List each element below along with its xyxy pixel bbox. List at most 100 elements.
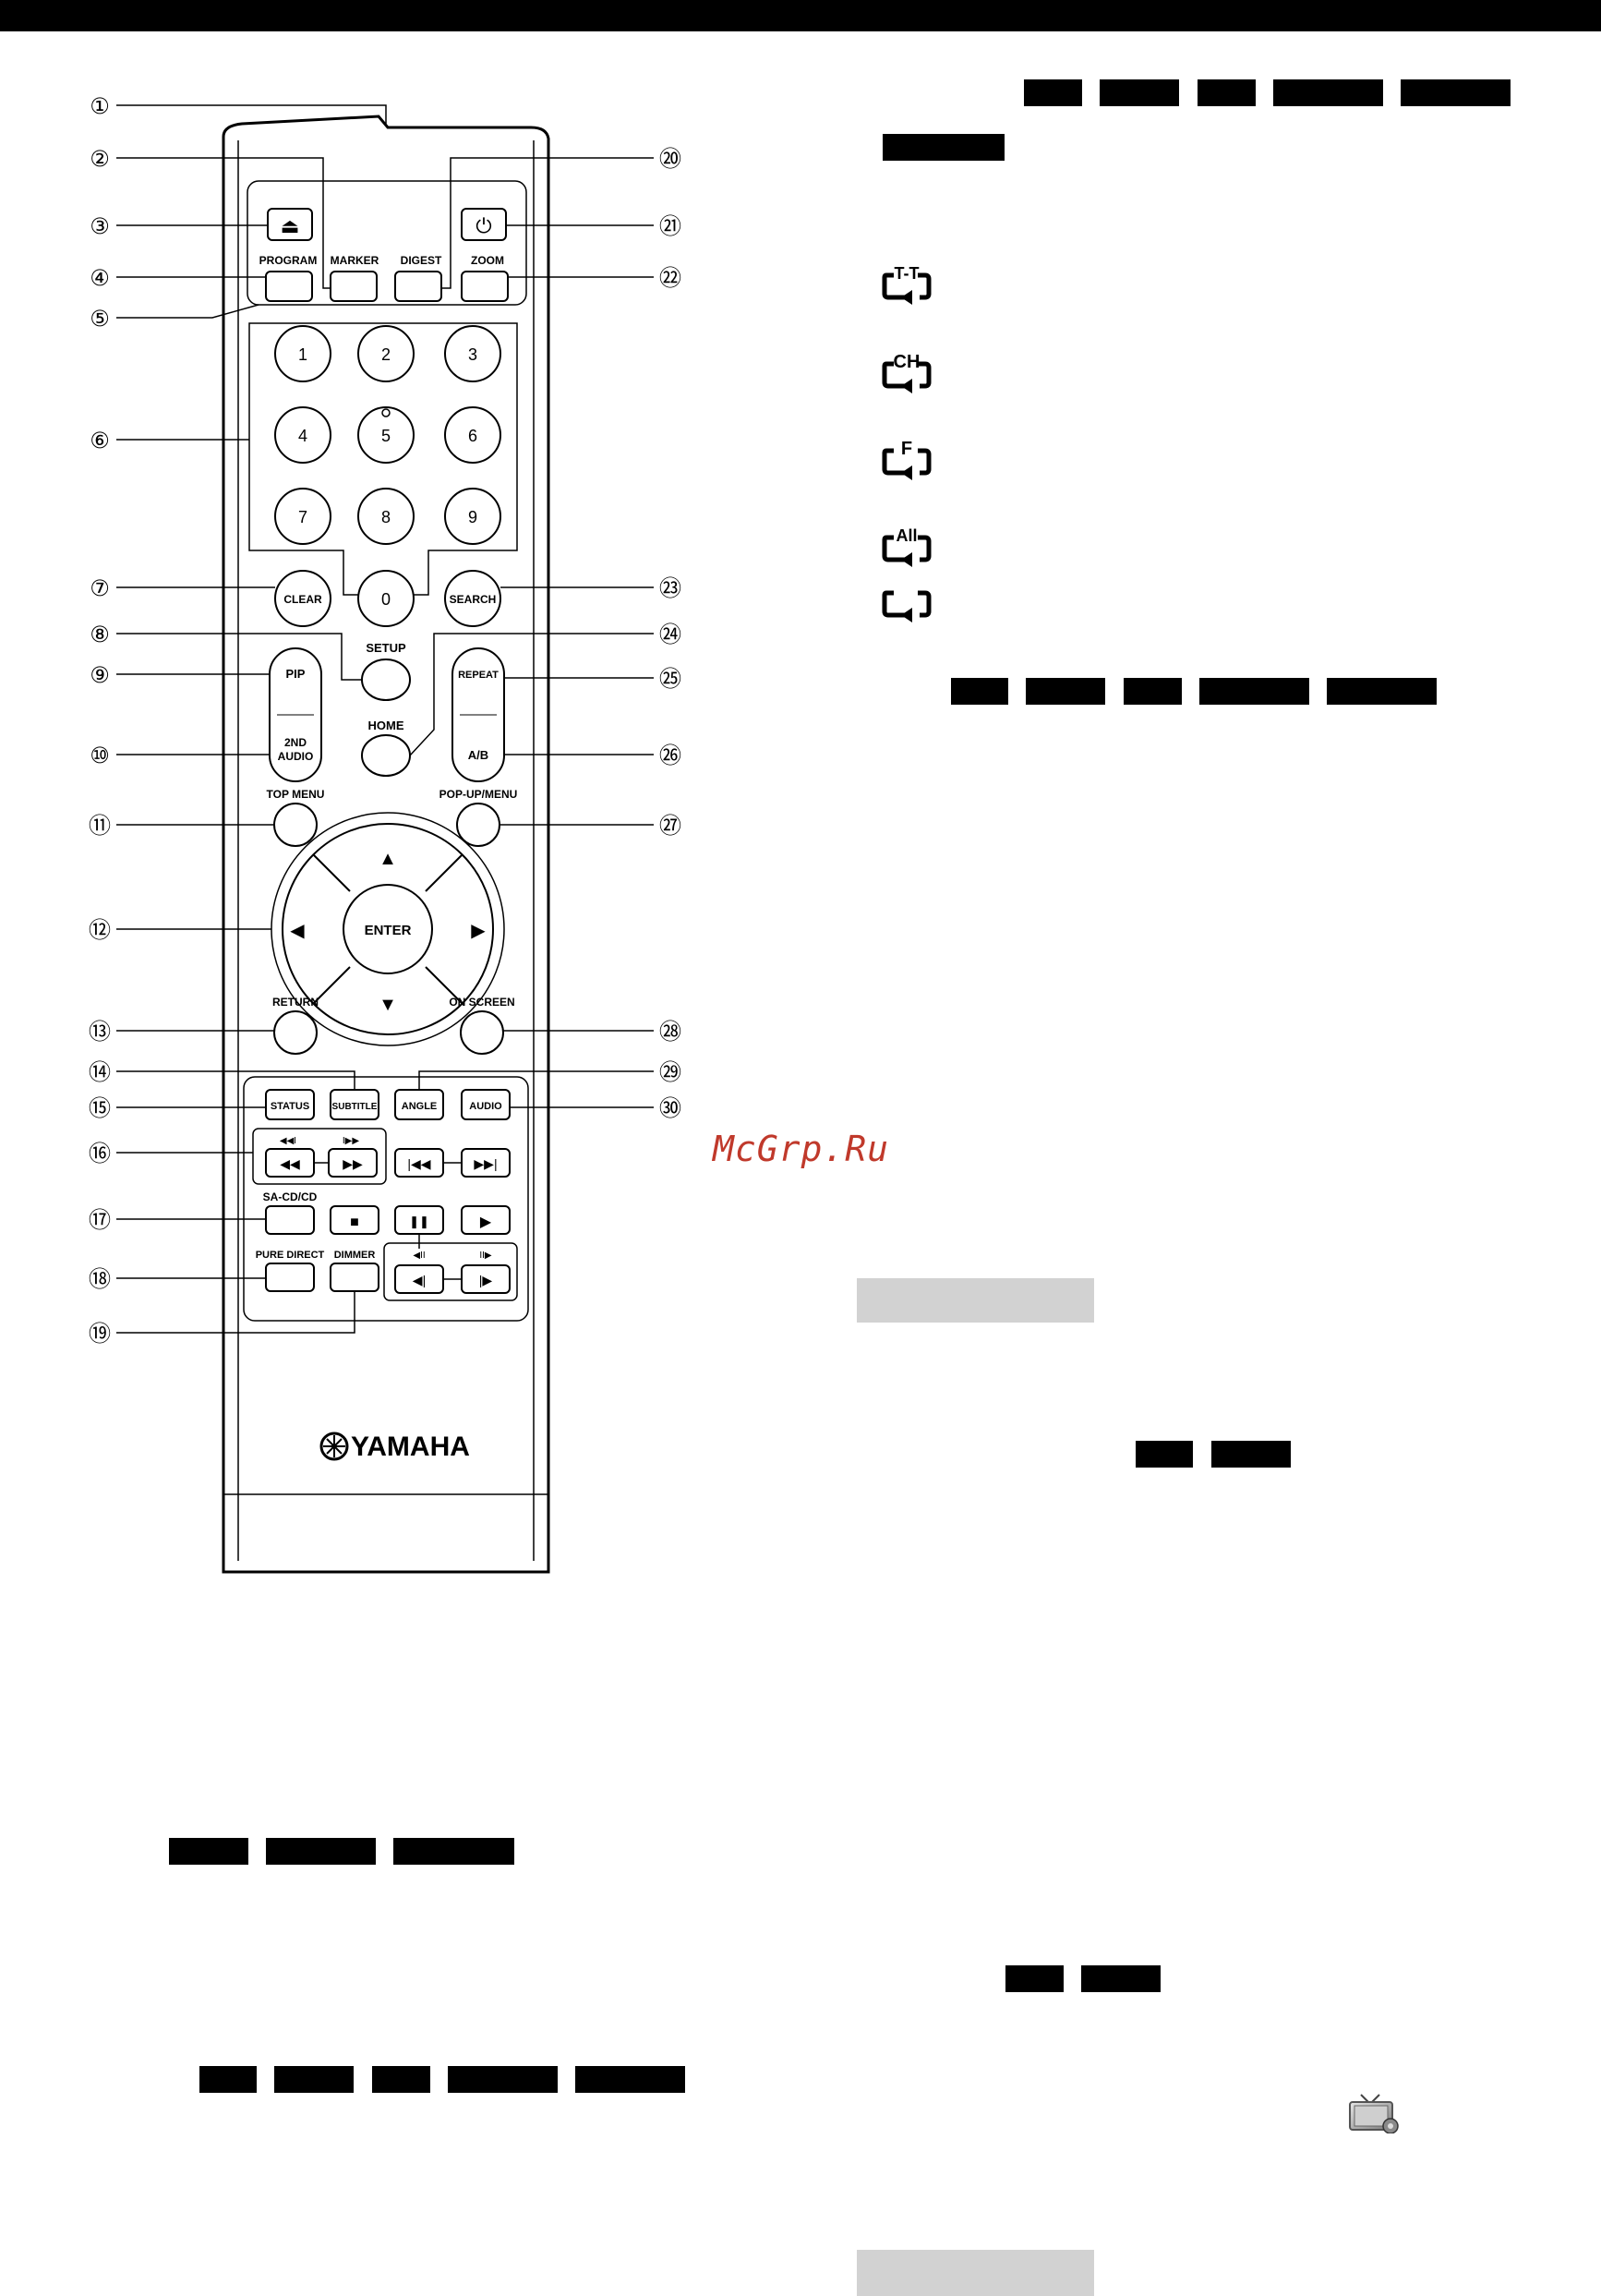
callout-leader-line xyxy=(116,633,362,681)
callout-leader-line xyxy=(116,1070,355,1090)
play-button[interactable] xyxy=(461,1205,511,1235)
digit-one-label: 1 xyxy=(298,345,307,364)
callout-number: ① xyxy=(90,93,110,119)
digit-zero-button[interactable] xyxy=(357,570,415,627)
enter-button[interactable] xyxy=(343,884,433,974)
digest-button[interactable] xyxy=(394,271,442,302)
eject-icon: ⏏ xyxy=(281,214,300,237)
callout-number: ㉚ xyxy=(659,1095,681,1121)
skip-back-label: ◀◀I xyxy=(280,1136,296,1146)
media-tag-16 xyxy=(393,1838,514,1865)
callout-number: ④ xyxy=(90,265,110,291)
callout-number: ㉗ xyxy=(659,813,681,839)
eject-button[interactable] xyxy=(267,208,313,241)
rewind-icon: ◀◀ xyxy=(280,1156,300,1171)
repeat-mode-label: F xyxy=(901,439,912,459)
digit-eight-button[interactable] xyxy=(357,488,415,545)
file-repeat-icon: F xyxy=(882,439,932,480)
down-arrow-icon[interactable]: ▼ xyxy=(379,995,397,1015)
repeat-mode-label: T-T xyxy=(895,264,920,283)
callout-leader-line xyxy=(441,157,654,289)
callout-number: ㉖ xyxy=(659,743,681,768)
callout-number: ③ xyxy=(90,213,110,239)
media-tag-9 xyxy=(1124,678,1182,705)
callout-number: ⑫ xyxy=(89,917,111,943)
audio-button[interactable] xyxy=(461,1089,511,1120)
return-label: RETURN xyxy=(272,996,319,1009)
callout-leader-line xyxy=(116,304,259,319)
media-tag-18 xyxy=(1081,1965,1161,1992)
digest-label: DIGEST xyxy=(401,254,442,267)
top-menu-button[interactable] xyxy=(273,803,318,847)
program-button[interactable] xyxy=(265,271,313,302)
repeat-icon xyxy=(882,590,932,622)
media-tag-15 xyxy=(266,1838,376,1865)
digit-seven-label: 7 xyxy=(298,508,307,526)
top-menu-label: TOP MENU xyxy=(267,788,325,801)
zoom-button[interactable] xyxy=(461,271,509,302)
setup-button[interactable] xyxy=(361,659,411,701)
callout-number: ⑪ xyxy=(89,813,111,839)
popup-menu-button[interactable] xyxy=(456,803,500,847)
zoom-label: ZOOM xyxy=(471,254,504,267)
callout-number: ⑮ xyxy=(89,1095,111,1121)
pip-label: PIP xyxy=(286,667,306,681)
media-tag-3 xyxy=(1198,79,1256,106)
media-tag-10 xyxy=(1199,678,1309,705)
callout-number: ⑩ xyxy=(90,743,110,768)
search-button[interactable] xyxy=(444,570,501,627)
media-tag-8 xyxy=(1026,678,1105,705)
clear-label: CLEAR xyxy=(283,593,322,606)
digit-seven-button[interactable] xyxy=(274,488,331,545)
angle-label: ANGLE xyxy=(402,1101,438,1112)
on-screen-button[interactable] xyxy=(460,1010,504,1055)
right-arrow-icon[interactable]: ▶ xyxy=(471,921,486,941)
status-button[interactable] xyxy=(265,1089,315,1120)
next-icon: ▶▶| xyxy=(474,1156,497,1171)
return-button[interactable] xyxy=(273,1010,318,1055)
callout-leader-line xyxy=(116,104,387,124)
callout-number: ⑱ xyxy=(89,1266,111,1292)
pause-icon: ❚❚ xyxy=(409,1214,429,1229)
digit-three-label: 3 xyxy=(468,345,477,364)
dimmer-button[interactable] xyxy=(330,1263,379,1292)
section-heading-bar-2 xyxy=(857,2250,1094,2296)
media-tag-17 xyxy=(1005,1965,1064,1992)
up-arrow-icon[interactable]: ▲ xyxy=(379,849,397,869)
slow-back-label: ◀II xyxy=(413,1251,425,1261)
digit-one-button[interactable] xyxy=(274,325,331,382)
digit-two-button[interactable] xyxy=(357,325,415,382)
dimmer-label: DIMMER xyxy=(334,1250,376,1261)
power-icon: ⏻ xyxy=(475,215,491,238)
callout-leader-line xyxy=(418,1070,654,1090)
popup-menu-label: POP-UP/MENU xyxy=(439,788,518,801)
setup-label: SETUP xyxy=(366,641,406,655)
digit-three-button[interactable] xyxy=(444,325,501,382)
clear-button[interactable] xyxy=(274,570,331,627)
digit-four-button[interactable] xyxy=(274,406,331,464)
repeat-mode-label: All xyxy=(896,526,917,545)
all-repeat-icon: All xyxy=(882,526,932,567)
page-header-bar xyxy=(0,0,1601,31)
home-button[interactable] xyxy=(361,734,411,777)
power-button[interactable] xyxy=(461,208,507,241)
left-arrow-icon[interactable]: ◀ xyxy=(290,921,305,941)
digit-six-button[interactable] xyxy=(444,406,501,464)
second-audio-label-2: AUDIO xyxy=(278,750,314,763)
callout-number: ⑲ xyxy=(89,1321,111,1347)
yamaha-logo-icon xyxy=(319,1432,349,1461)
tv-settings-icon xyxy=(1349,2094,1399,2133)
status-label: STATUS xyxy=(271,1101,309,1112)
pure-direct-button[interactable] xyxy=(265,1263,315,1292)
repeat-label: REPEAT xyxy=(458,670,499,681)
callout-number: ㉘ xyxy=(659,1019,681,1045)
on-screen-label: ON SCREEN xyxy=(449,996,514,1009)
digit-five-button[interactable] xyxy=(357,406,415,464)
marker-button[interactable] xyxy=(330,271,378,302)
section-heading-bar-1 xyxy=(857,1278,1094,1323)
callout-number: ⑤ xyxy=(90,306,110,332)
digit-nine-button[interactable] xyxy=(444,488,501,545)
digit-two-label: 2 xyxy=(381,345,391,364)
sacd-button[interactable] xyxy=(265,1205,315,1235)
stop-button[interactable] xyxy=(330,1205,379,1235)
